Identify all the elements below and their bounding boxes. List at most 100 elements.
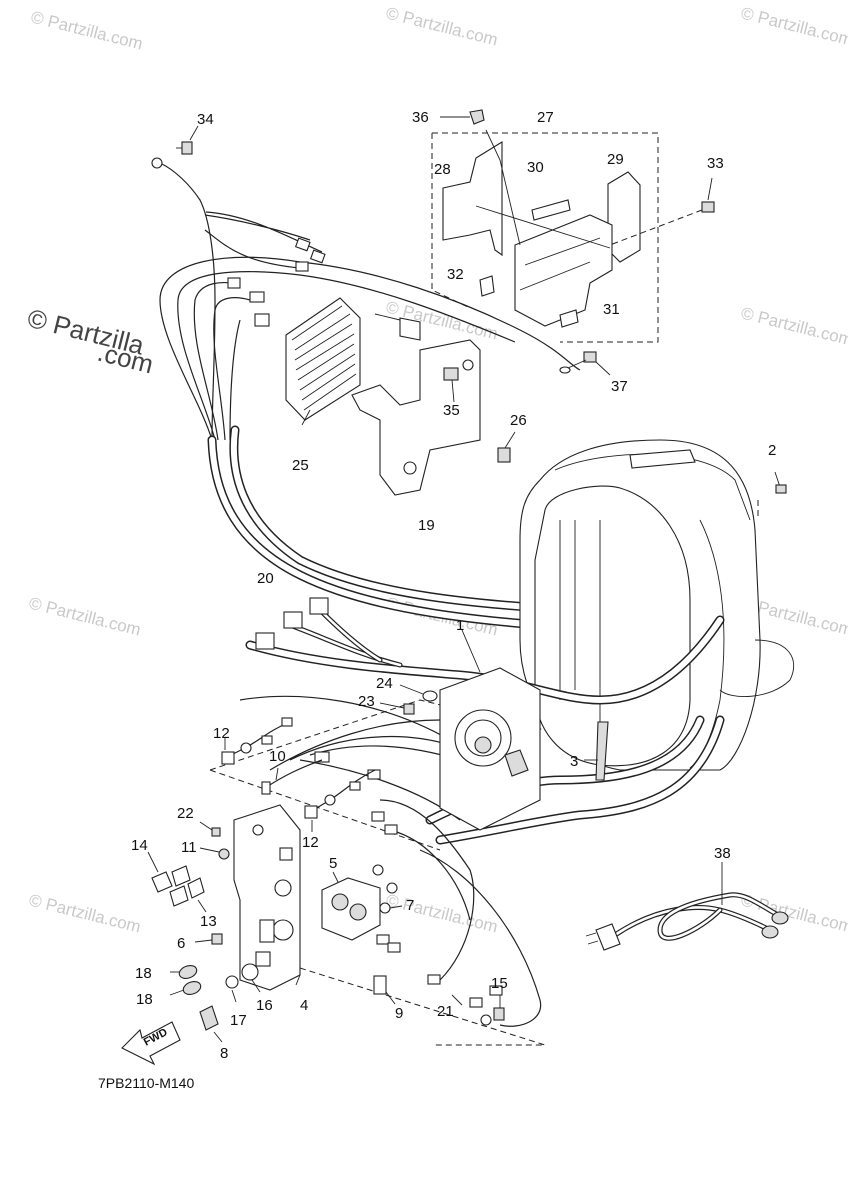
callout: 27 (537, 109, 554, 126)
screw-6 (194, 933, 223, 945)
callout: 22 (177, 805, 194, 822)
connector (469, 997, 483, 1008)
callout: 12 (213, 725, 230, 742)
callout: 18 (135, 965, 152, 982)
callout: 20 (257, 570, 274, 587)
plug (595, 923, 621, 951)
ground-lead (159, 162, 216, 441)
connector (254, 313, 270, 327)
switch-8 (199, 1005, 223, 1043)
callout: 32 (447, 266, 464, 283)
callout: 5 (329, 855, 337, 872)
callout: 14 (131, 837, 148, 854)
nut-7 (379, 902, 403, 914)
lead-12-upper (221, 717, 293, 765)
connector (249, 291, 265, 303)
watermark-text: © Partzilla.com (27, 890, 143, 936)
callout: 31 (603, 301, 620, 318)
watermark-text: © Partzilla.com (384, 3, 500, 49)
connector (387, 942, 401, 953)
washer-24 (399, 684, 438, 702)
pad-30 (531, 199, 571, 221)
nut-16 (241, 963, 261, 993)
callout: 16 (256, 997, 273, 1014)
ring-terminal (480, 1014, 492, 1026)
callout: 19 (418, 517, 435, 534)
generator-case (519, 439, 795, 771)
connector (384, 824, 398, 835)
panel-wires (269, 719, 461, 771)
bolt-34 (176, 125, 199, 155)
bolt-2 (775, 484, 787, 494)
ring-terminal (151, 157, 163, 169)
callout: 30 (527, 159, 544, 176)
callout: 15 (491, 975, 508, 992)
watermark-text: © Partzilla.com (739, 303, 848, 349)
connector (255, 632, 275, 650)
cover-plate (514, 214, 613, 327)
diagram-code: 7PB2110-M140 (98, 1075, 194, 1091)
control-panel-4 (233, 804, 301, 991)
callout: 11 (181, 839, 197, 856)
screw-36 (469, 109, 485, 125)
knob-18 (169, 965, 202, 996)
clamp-3 (584, 721, 609, 781)
upper-harness (151, 157, 605, 635)
connector (489, 985, 503, 996)
nut-11 (199, 847, 230, 860)
lead-12-lower (304, 769, 376, 832)
connector (283, 611, 303, 629)
harness-branches (193, 282, 251, 441)
connector (376, 934, 390, 945)
receptacle-base-1 (439, 629, 541, 831)
insulator-28 (442, 141, 503, 257)
callout: 7 (406, 897, 414, 914)
watermark-text: © Partzilla.com (739, 890, 848, 936)
watermark-text: © Partzilla.com (739, 3, 848, 49)
callout: 17 (230, 1012, 247, 1029)
outlet-5 (321, 871, 381, 941)
callout: 9 (395, 1005, 403, 1022)
switch-cover-14 (147, 851, 207, 913)
callout: 29 (607, 151, 624, 168)
connector (314, 751, 330, 763)
callout: 24 (376, 675, 393, 692)
watermark-text: © Partzilla.com (384, 890, 500, 936)
callout: 4 (300, 997, 308, 1014)
callout: 35 (443, 402, 460, 419)
bolt-26 (497, 431, 516, 463)
screw-33 (609, 177, 715, 246)
lead-10 (261, 759, 323, 795)
callout: 36 (412, 109, 429, 126)
harness-bundle-inner (177, 271, 516, 441)
connector (227, 277, 241, 289)
callout: 33 (707, 155, 724, 172)
clip-32 (479, 275, 495, 297)
connector (309, 249, 326, 264)
inverter-module-25 (285, 297, 361, 426)
ring-terminal (372, 864, 384, 876)
nut-17 (225, 975, 239, 1003)
callout: 1 (456, 617, 464, 634)
case-opening (534, 485, 691, 767)
group-outlines (209, 132, 759, 1046)
callout: 38 (714, 845, 731, 862)
callout: 8 (220, 1045, 228, 1062)
bracket-kit-27 (440, 109, 641, 328)
power-cord-38 (585, 862, 789, 951)
fwd-arrow: FWD (121, 1021, 181, 1066)
lead-wires (204, 211, 323, 269)
connector (309, 597, 329, 615)
callout: 34 (197, 111, 214, 128)
callout: 26 (510, 412, 527, 429)
connector (371, 811, 385, 822)
watermark-text: © Partzilla.com (27, 593, 143, 639)
lead-21 (451, 994, 463, 1006)
screw-37 (559, 351, 611, 376)
case-handle-slot (629, 449, 696, 469)
callout: 28 (434, 161, 451, 178)
bracket-35 (351, 313, 481, 496)
connector (427, 974, 441, 985)
callout-labels: 1 2 3 4 5 6 7 8 9 10 11 12 12 13 14 15 1… (131, 109, 776, 1062)
